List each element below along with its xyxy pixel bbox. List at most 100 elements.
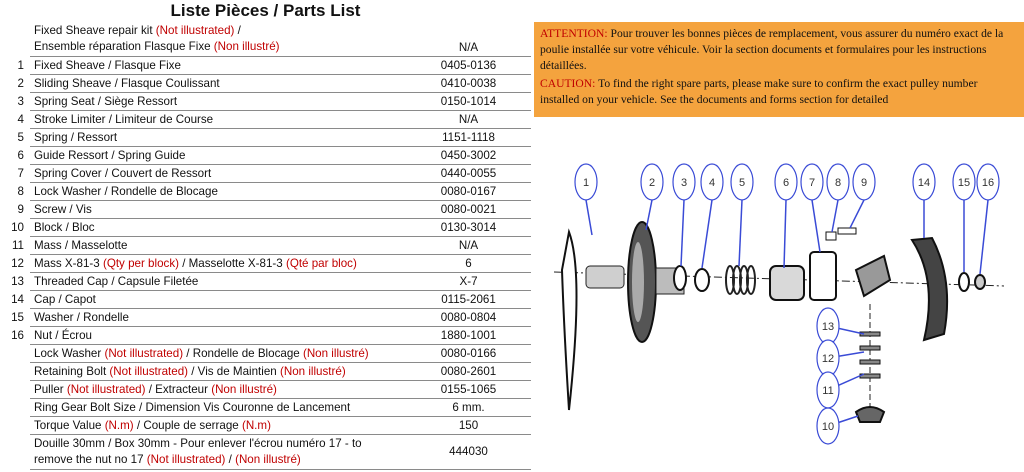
part-code: 6 <box>406 254 531 273</box>
part-text-segment: Puller <box>34 382 67 396</box>
part-code: N/A <box>406 22 531 57</box>
part-code: 150 <box>406 416 531 435</box>
part-text-segment: (Non illustré) <box>302 346 369 360</box>
callout-label: 13 <box>822 321 834 333</box>
callout-leader-line <box>831 199 839 233</box>
part-text-segment: (Qty per block) <box>102 256 179 270</box>
callout-9: 9 <box>849 163 876 229</box>
callout-label: 10 <box>822 421 834 433</box>
part-number: 16 <box>11 328 24 342</box>
part-number <box>0 345 30 363</box>
spring-part <box>725 265 756 295</box>
callout-label: 14 <box>918 177 930 189</box>
callout-8: 8 <box>826 163 850 233</box>
part-text-segment: (Qté par bloc) <box>285 256 357 270</box>
part-text-segment: (Not illustrated) <box>155 24 235 37</box>
part-number: 5 <box>17 130 24 144</box>
callout-label: 2 <box>649 177 655 189</box>
cap-block-part <box>854 254 892 298</box>
callout-balloon <box>826 163 850 201</box>
callout-label: 6 <box>783 177 789 189</box>
part-code: 0150-1014 <box>406 92 531 111</box>
callout-label: 5 <box>739 177 745 189</box>
callout-16: 16 <box>976 163 1000 275</box>
part-description: Spring Seat / Siège Ressort <box>30 92 406 111</box>
callout-balloon <box>574 163 598 201</box>
part-code: 0080-0166 <box>406 344 531 363</box>
part-description: Threaded Cap / Capsule Filetée <box>30 272 406 291</box>
callout-11: 11 <box>816 371 865 409</box>
callout-balloon <box>816 407 840 445</box>
part-description: Fixed Sheave repair kit (Not illustrated… <box>30 22 406 57</box>
parts-row: Lock Washer (Not illustrated) / Rondelle… <box>0 344 531 363</box>
part-text-segment: Lock Washer <box>34 346 105 360</box>
parts-table-body: Fixed Sheave repair kit (Not illustrated… <box>0 22 531 470</box>
part-text-segment: (Not illustrated) <box>66 382 146 396</box>
part-text-segment: Sliding Sheave / Flasque Coulissant <box>34 76 220 90</box>
part-text-segment: Fixed Sheave repair kit <box>34 24 156 37</box>
callout-1: 1 <box>574 163 598 236</box>
part-code: 0115-2061 <box>406 290 531 309</box>
part-text-segment: Retaining Bolt <box>34 364 110 378</box>
part-description: Douille 30mm / Box 30mm - Pour enlever l… <box>30 434 406 470</box>
part-number: 3 <box>17 94 24 108</box>
part-code: 0155-1065 <box>406 380 531 399</box>
part-text-segment: Washer / Rondelle <box>34 310 129 324</box>
part-description: Retaining Bolt (Not illustrated) / Vis d… <box>30 362 406 381</box>
part-number: 11 <box>11 238 24 252</box>
part-text-segment: Mass X-81-3 <box>34 256 103 270</box>
part-text-segment: / Rondelle de Blocage <box>183 346 303 360</box>
callout-6: 6 <box>774 163 798 269</box>
callout-14: 14 <box>912 163 936 238</box>
part-text-segment: Mass / Masselotte <box>34 238 128 252</box>
part-text-segment: Block / Bloc <box>34 220 95 234</box>
part-text-segment: (Not illustrated) <box>104 346 184 360</box>
page-title: Liste Pièces / Parts List <box>170 1 361 20</box>
parts-row: Ring Gear Bolt Size / Dimension Vis Cour… <box>0 398 531 417</box>
part-code: 444030 <box>406 434 531 470</box>
part-text-segment: Spring Seat / Siège Ressort <box>34 94 178 108</box>
callout-leader-line <box>738 199 743 267</box>
part-text-segment: (Not illustrated) <box>109 364 189 378</box>
callout-label: 7 <box>809 177 815 189</box>
callout-balloon <box>952 163 976 201</box>
callout-label: 4 <box>709 177 715 189</box>
spring-guide-part <box>769 265 805 301</box>
callout-leader-line <box>849 199 865 229</box>
fixed-sheave-part <box>560 228 578 411</box>
callout-label: 15 <box>958 177 970 189</box>
notice-french-label: ATTENTION: <box>540 27 608 40</box>
part-number <box>0 417 30 435</box>
notice-english: CAUTION: To find the right spare parts, … <box>540 76 1018 108</box>
part-text-segment: Guide Ressort / Spring Guide <box>34 148 186 162</box>
callout-label: 8 <box>835 177 841 189</box>
part-number: 9 <box>17 202 24 216</box>
mass-stack-part <box>859 331 881 379</box>
part-code: 1151-1118 <box>406 128 531 147</box>
part-number: 2 <box>17 76 24 90</box>
parts-row: 3 Spring Seat / Siège Ressort 0150-1014 <box>0 92 531 111</box>
part-number <box>0 435 30 470</box>
parts-row: Torque Value (N.m) / Couple de serrage (… <box>0 416 531 435</box>
part-text-segment: Threaded Cap / Capsule Filetée <box>34 274 199 288</box>
part-number <box>0 22 30 57</box>
part-code: N/A <box>406 110 531 129</box>
part-code: 0130-3014 <box>406 218 531 237</box>
part-number: 7 <box>17 166 24 180</box>
callout-balloon <box>730 163 754 201</box>
part-description: Mass / Masselotte <box>30 236 406 255</box>
part-text-segment: / <box>225 453 236 466</box>
callout-balloon <box>800 163 824 201</box>
callout-balloon <box>774 163 798 201</box>
callout-balloon <box>672 163 696 201</box>
part-text-segment: (Non illustré) <box>235 453 301 466</box>
part-text-segment: (Non illustré) <box>211 382 277 396</box>
part-number: 6 <box>17 148 24 162</box>
